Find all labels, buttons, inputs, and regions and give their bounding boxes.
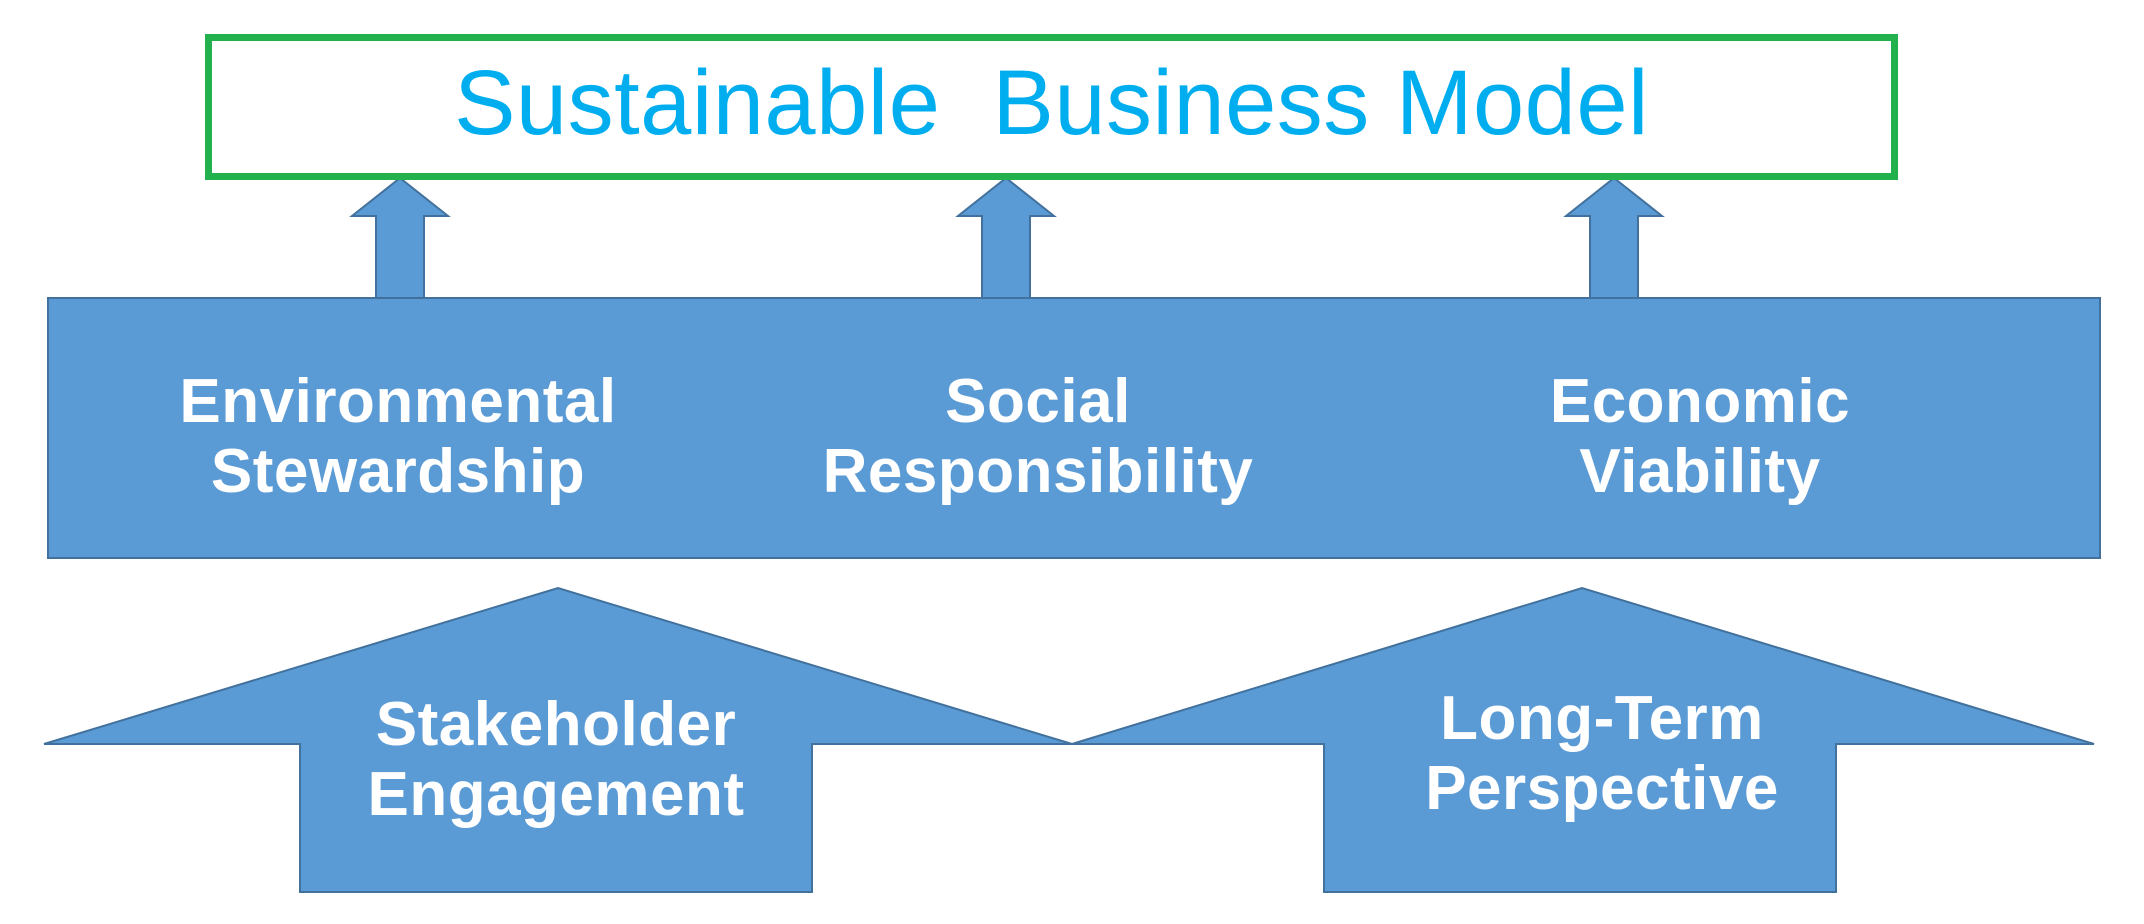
pillar-label-line1: Environmental	[179, 367, 617, 436]
title-box: Sustainable Business Model	[205, 34, 1898, 180]
pillar-label-line2: Stewardship	[210, 437, 586, 506]
foundation-arrow-long-term	[1071, 586, 2095, 893]
pillar-label-line2: Viability	[1579, 437, 1821, 506]
pillars-band	[47, 297, 2101, 559]
arrow-up-social	[955, 176, 1057, 299]
pillar-label-line2: Responsibility	[822, 437, 1254, 506]
foundation-label-line2: Perspective	[1425, 754, 1779, 823]
foundation-label-line1: Stakeholder	[375, 690, 737, 759]
pillar-social-responsibility: Social Responsibility	[823, 367, 1254, 507]
pillar-label-line1: Social	[945, 367, 1131, 436]
foundation-stakeholder-engagement: Stakeholder Engagement	[367, 690, 744, 830]
pillar-label-line1: Economic	[1549, 367, 1851, 436]
foundation-label-line2: Engagement	[367, 760, 745, 829]
foundation-label-line1: Long-Term	[1440, 684, 1764, 753]
pillar-economic-viability: Economic Viability	[1550, 367, 1850, 507]
diagram-title: Sustainable Business Model	[454, 52, 1649, 154]
foundation-arrow-stakeholder	[43, 586, 1073, 893]
arrow-up-economic	[1563, 176, 1665, 299]
foundation-long-term-perspective: Long-Term Perspective	[1425, 684, 1779, 824]
pillar-environmental-stewardship: Environmental Stewardship	[179, 367, 616, 507]
arrow-up-environmental	[349, 176, 451, 299]
